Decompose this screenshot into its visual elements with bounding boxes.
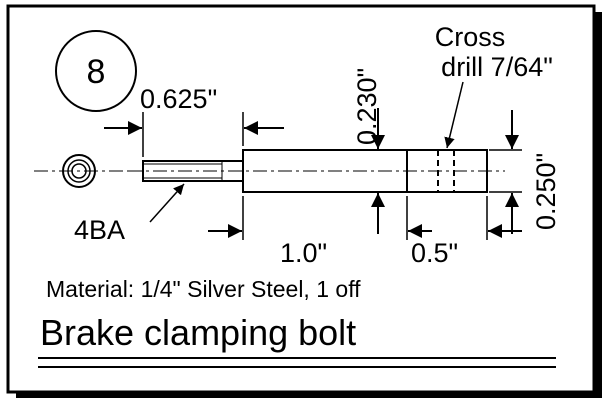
dim-shank-diameter-label: 0.230" bbox=[352, 68, 382, 145]
thread-spec-label: 4BA bbox=[74, 215, 125, 245]
cross-drill-leader bbox=[444, 81, 464, 149]
part-number-circle bbox=[55, 30, 137, 112]
dim-head-diameter bbox=[489, 110, 522, 234]
dim-head-diameter-label: 0.250" bbox=[531, 153, 561, 230]
side-view bbox=[128, 149, 505, 193]
material-note: Material: 1/4" Silver Steel, 1 off bbox=[46, 276, 361, 302]
part-number: 8 bbox=[87, 53, 106, 91]
drawing-title: Brake clamping bolt bbox=[40, 312, 356, 353]
thread-leader bbox=[149, 183, 185, 223]
dim-shank-length-label: 1.0" bbox=[280, 238, 327, 268]
end-view bbox=[34, 154, 128, 188]
dim-lengths bbox=[208, 196, 522, 240]
drawing-border bbox=[6, 4, 596, 394]
dim-thread-length bbox=[104, 112, 284, 157]
dim-thread-length-label: 0.625" bbox=[140, 84, 217, 114]
cross-drill-note-line2: drill 7/64" bbox=[441, 52, 553, 82]
dim-head-length-label: 0.5" bbox=[411, 238, 458, 268]
cross-drill-note-line1: Cross bbox=[435, 22, 506, 52]
